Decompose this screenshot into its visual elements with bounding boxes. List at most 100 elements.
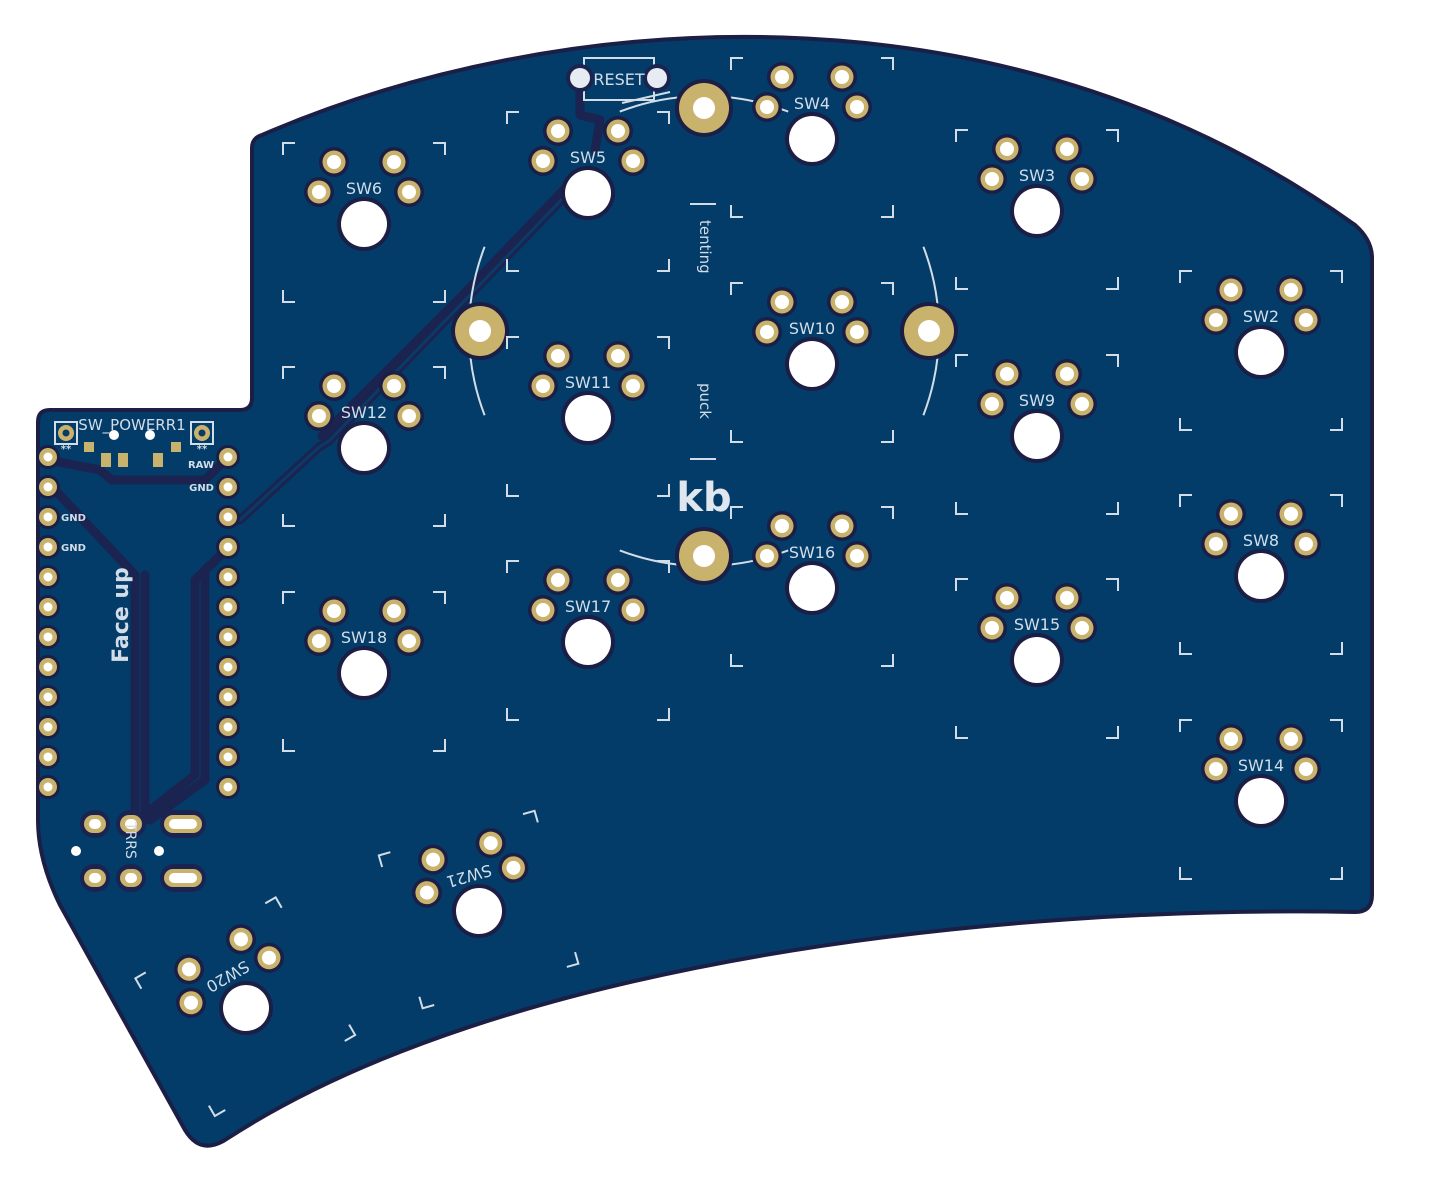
- switch-pad: [977, 164, 1007, 194]
- controller-pin: [36, 745, 60, 769]
- switch-center-hole: [1234, 549, 1288, 603]
- switch-pad: [319, 371, 349, 401]
- controller-pin: [216, 655, 240, 679]
- key-switch-sw9[interactable]: SW9: [955, 354, 1119, 515]
- key-switch-sw15[interactable]: SW15: [955, 578, 1119, 739]
- switch-pad: [1067, 164, 1097, 194]
- key-switch-sw10[interactable]: SW10: [730, 282, 894, 443]
- switch-pad: [1291, 305, 1321, 335]
- switch-center-hole: [1010, 184, 1064, 238]
- key-switch-sw16[interactable]: SW16: [730, 506, 894, 667]
- switch-center-hole: [785, 337, 839, 391]
- controller-pin: [36, 775, 60, 799]
- microcontroller-footprint: [36, 445, 240, 799]
- tenting-label: tenting: [696, 220, 714, 274]
- switch-label: SW5: [570, 148, 606, 167]
- reset-button-footprint[interactable]: RESET: [566, 57, 671, 104]
- power-switch-footprint[interactable]: SW_POWERR1 ** **: [54, 416, 214, 467]
- key-switch-sw6[interactable]: SW6: [282, 142, 446, 303]
- mounting-hole: [675, 527, 733, 585]
- switch-pad: [1291, 529, 1321, 559]
- controller-pin: [36, 565, 60, 589]
- controller-pin: [36, 595, 60, 619]
- switch-pad: [1067, 389, 1097, 419]
- key-switch-sw17[interactable]: SW17: [506, 560, 670, 721]
- switch-pad: [528, 595, 558, 625]
- switch-center-hole: [1010, 409, 1064, 463]
- power-mark-right: **: [197, 444, 208, 455]
- gnd-pin-label-left-2: GND: [61, 543, 86, 554]
- switch-pad: [618, 595, 648, 625]
- controller-pin: [216, 475, 240, 499]
- switch-center-hole: [337, 646, 391, 700]
- key-switch-sw2[interactable]: SW2: [1179, 270, 1343, 431]
- key-switch-sw18[interactable]: SW18: [282, 591, 446, 752]
- switch-outline-corners: [730, 57, 894, 218]
- key-switch-sw5[interactable]: SW5: [506, 111, 670, 272]
- switch-pad: [1052, 583, 1082, 613]
- switch-outline-corners: [506, 111, 670, 272]
- kb-logo: kb: [676, 475, 731, 521]
- switch-pad: [992, 134, 1022, 164]
- key-switch-sw21[interactable]: SW21: [377, 809, 580, 1010]
- switch-pad: [1216, 499, 1246, 529]
- switch-center-hole: [561, 166, 615, 220]
- switch-pad: [411, 877, 442, 908]
- switch-pad: [603, 341, 633, 371]
- switch-pad: [842, 541, 872, 571]
- controller-pin: [36, 655, 60, 679]
- key-switch-sw3[interactable]: SW3: [955, 129, 1119, 290]
- switch-pad: [1216, 724, 1246, 754]
- switch-label: SW15: [1014, 615, 1060, 634]
- controller-pin: [216, 745, 240, 769]
- controller-pin: [216, 445, 240, 469]
- switch-pad: [379, 147, 409, 177]
- switch-pad: [394, 626, 424, 656]
- switch-pad: [1201, 305, 1231, 335]
- board-outline: [36, 34, 1374, 1148]
- key-switch-sw12[interactable]: SW12: [282, 366, 446, 527]
- controller-pin: [36, 445, 60, 469]
- switch-pad: [603, 565, 633, 595]
- switch-outline-corners: [506, 560, 670, 721]
- gnd-pin-label-left-1: GND: [61, 513, 86, 524]
- mounting-hole: [451, 302, 509, 360]
- switch-pad: [418, 844, 449, 875]
- switch-pad: [498, 852, 529, 883]
- switch-pad: [1291, 754, 1321, 784]
- switch-outline-corners: [955, 578, 1119, 739]
- switch-pad: [475, 828, 506, 859]
- switch-pad: [1276, 499, 1306, 529]
- key-switch-sw11[interactable]: SW11: [506, 336, 670, 497]
- switch-pad: [394, 401, 424, 431]
- switch-center-hole: [561, 615, 615, 669]
- switch-center-hole: [1010, 633, 1064, 687]
- switch-pad: [767, 62, 797, 92]
- switch-pad: [304, 626, 334, 656]
- key-switch-sw14[interactable]: SW14: [1179, 719, 1343, 880]
- switch-pad: [977, 389, 1007, 419]
- key-switch-sw20[interactable]: SW20: [133, 895, 357, 1118]
- controller-pin: [36, 685, 60, 709]
- switch-pad: [1276, 724, 1306, 754]
- trrs-jack-footprint[interactable]: TRRS: [71, 810, 206, 892]
- switch-label: SW18: [341, 628, 387, 647]
- switch-pad: [842, 317, 872, 347]
- puck-label: puck: [696, 383, 714, 419]
- switch-outline-corners: [377, 809, 580, 1010]
- controller-pin: [36, 715, 60, 739]
- controller-pin: [216, 565, 240, 589]
- switch-label: SW11: [565, 373, 611, 392]
- key-switch-sw4[interactable]: SW4: [730, 57, 894, 218]
- switch-center-hole: [337, 421, 391, 475]
- controller-pin: [36, 535, 60, 559]
- switch-label: SW2: [1243, 307, 1279, 326]
- switch-pad: [827, 511, 857, 541]
- switch-pad: [1201, 754, 1231, 784]
- switch-label: SW9: [1019, 391, 1055, 410]
- switch-center-hole: [785, 112, 839, 166]
- switch-pad: [1067, 613, 1097, 643]
- key-switch-sw8[interactable]: SW8: [1179, 494, 1343, 655]
- switch-label: SW14: [1238, 756, 1284, 775]
